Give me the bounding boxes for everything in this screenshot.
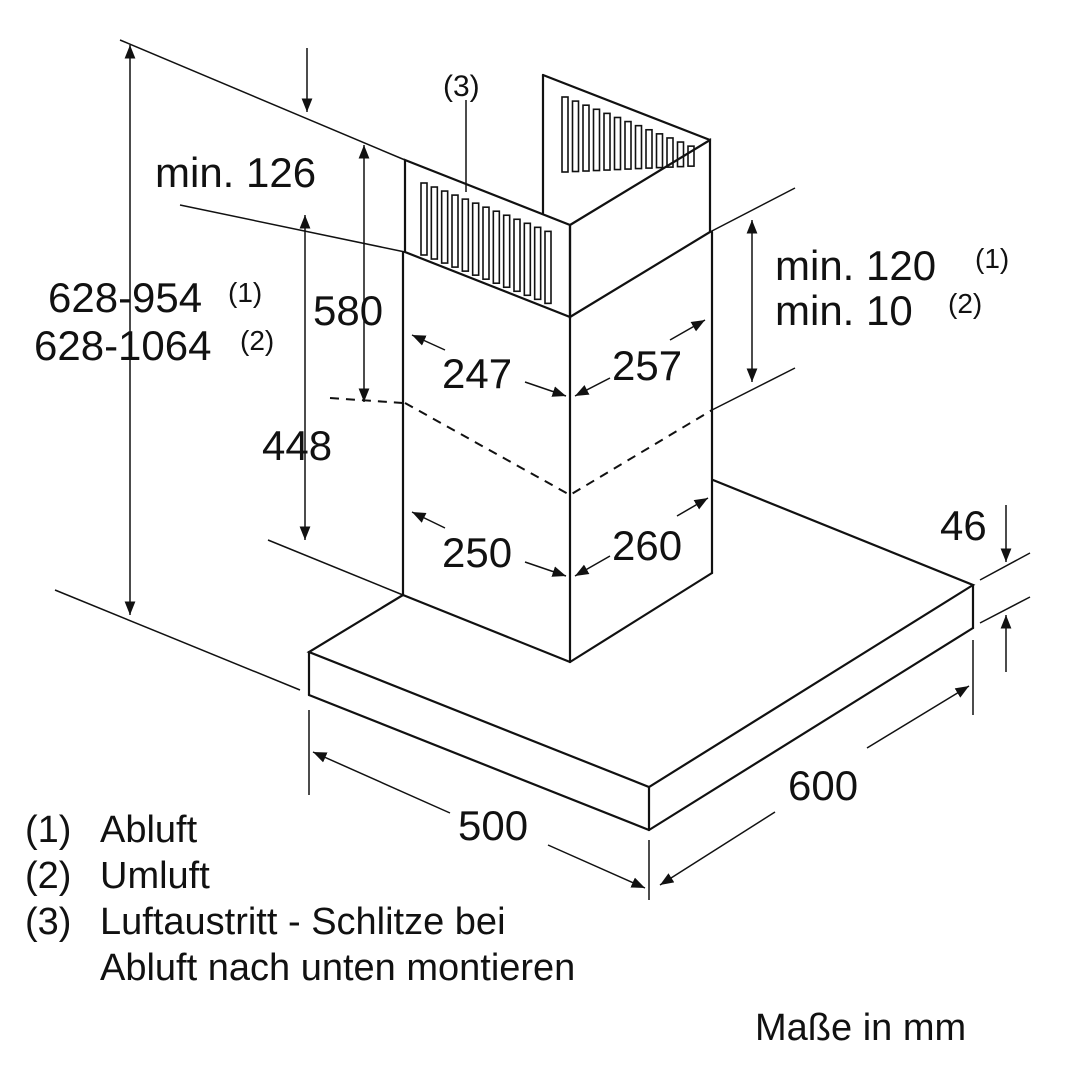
total-height-recirc: 628-1064 [34,322,212,369]
units-note: Maße in mm [755,1007,966,1049]
hood-thickness: 46 [940,502,987,549]
vent-slot [523,222,532,297]
vent-slot [582,104,590,172]
air-slots [420,96,695,305]
legend-text-1: Abluft [100,809,198,851]
vent-slot [613,116,622,171]
vent-slot [645,128,653,169]
vent-slot [451,194,459,268]
legend-key-1: (1) [25,809,71,851]
vent-slot [676,141,685,168]
hood-depth: 500 [458,802,528,849]
vent-slot [461,198,470,272]
vent-slot [666,137,674,168]
upper-width: 247 [442,350,512,397]
vent-slot [624,120,632,170]
vent-slot [430,186,439,260]
legend-text-2: Umluft [100,855,210,897]
lower-chimney [329,230,714,664]
vent-slot [655,133,664,169]
footnote-2b: (2) [948,288,982,319]
upper-chimney: (3) [403,70,712,319]
total-height-exhaust: 628-954 [48,274,202,321]
upper-depth: 257 [612,342,682,389]
legend: (1) Abluft (2) Umluft (3) Luftaustritt -… [25,809,575,989]
min-top-label: min. 126 [155,149,316,196]
vent-slot [544,230,552,305]
vent-slot [687,145,695,167]
vent-slot [492,210,501,285]
vent-slot [471,202,480,276]
footnote-1b: (1) [975,243,1009,274]
footnote-2: (2) [240,325,274,356]
dimension-labels: 628-954 (1) 628-1064 (2) min. 126 580 44… [34,149,1009,849]
legend-key-2: (2) [25,855,71,897]
dimension-arrows [124,45,1012,889]
vent-slot [513,218,521,293]
vent-slot [571,100,580,173]
legend-key-3: (3) [25,901,71,943]
vent-slot [440,190,449,264]
vent-slot [592,108,601,172]
vent-slot [502,214,511,289]
vent-slot [482,206,490,280]
footnote-1: (1) [228,277,262,308]
lower-depth: 260 [612,522,682,569]
legend-text-3b: Abluft nach unten montieren [100,947,575,989]
clearance-exhaust: min. 120 [775,242,936,289]
lower-width: 250 [442,529,512,576]
hood-body [306,478,976,832]
reference-lines [54,39,1031,900]
vent-slot [561,96,569,173]
clearance-recirc: min. 10 [775,287,913,334]
upper-chimney-height: 580 [313,287,383,334]
vent-slot [634,124,643,170]
hood-width: 600 [788,762,858,809]
lower-chimney-height: 448 [262,422,332,469]
slots-callout: (3) [443,70,480,103]
vent-slot [533,226,542,301]
vent-slot [420,182,428,256]
legend-text-3: Luftaustritt - Schlitze bei [100,901,506,943]
vent-slot [603,112,611,171]
